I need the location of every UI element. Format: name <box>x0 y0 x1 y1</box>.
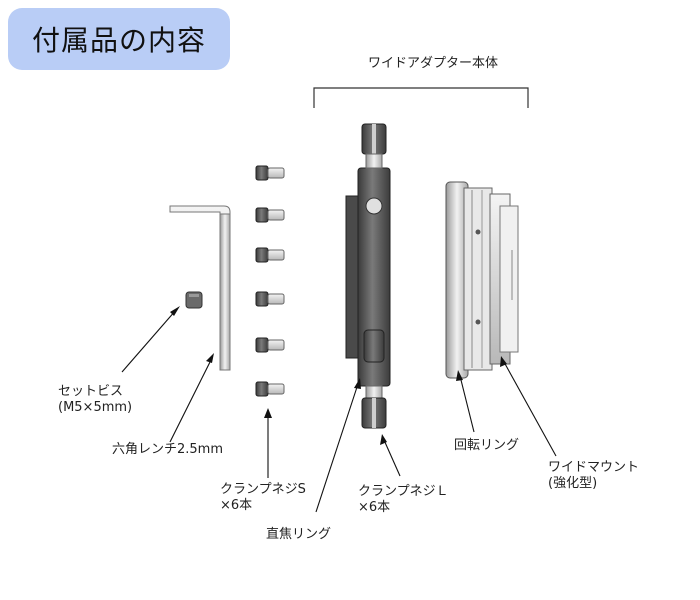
label-clamp-screw-l-line2: ×6本 <box>358 500 391 515</box>
arrow-clamp-l <box>380 434 387 445</box>
rotation-ring <box>445 181 493 379</box>
page-title: 付属品の内容 <box>31 24 206 57</box>
clamp-screw-s <box>255 247 285 263</box>
leader-clamp-l <box>383 439 401 477</box>
label-focus-ring: 直焦リング <box>266 527 332 542</box>
label-clamp-screw-l-line1: クランプネジＬ <box>358 484 449 499</box>
hex-wrench <box>169 205 231 371</box>
clamp-screw-s <box>255 207 285 223</box>
leader-focus-ring <box>315 383 359 513</box>
label-clamp-screw-s-line2: ×6本 <box>220 498 253 513</box>
clamp-screw-s <box>255 337 285 353</box>
set-screw <box>185 291 203 309</box>
clamp-screw-s <box>255 165 285 181</box>
label-adapter-body: ワイドアダプター本体 <box>368 56 499 71</box>
leader-rotation-ring <box>459 375 475 433</box>
label-rotation-ring: 回転リング <box>454 438 520 453</box>
arrow-clamp-s <box>264 408 272 418</box>
leader-wide-mount <box>503 361 557 457</box>
label-wide-mount-line1: ワイドマウント <box>548 460 640 475</box>
adapter-body-bracket <box>313 87 529 108</box>
clamp-screw-l-bottom <box>361 385 387 429</box>
label-hex-wrench: 六角レンチ2.5mm <box>112 442 224 457</box>
arrow-rotation-ring <box>456 370 463 381</box>
arrow-wide-mount <box>500 356 507 367</box>
clamp-screws-s <box>255 165 285 397</box>
clamp-screw-l-top <box>361 123 387 169</box>
label-set-screw-line1: セットビス <box>58 384 124 399</box>
label-set-screw-line2: (M5×5mm) <box>58 400 133 415</box>
label-clamp-screw-l: クランプネジＬ ×6本 <box>358 484 449 516</box>
title-banner: 付属品の内容 <box>8 8 230 70</box>
clamp-screw-s <box>255 291 285 307</box>
label-wide-mount: ワイドマウント (強化型) <box>548 460 639 492</box>
leader-set-screw <box>121 309 177 373</box>
clamp-screw-s <box>255 381 285 397</box>
clamp-screw-l-inner <box>363 329 385 363</box>
arrow-set-screw <box>170 306 180 316</box>
label-clamp-screw-s-line1: クランプネジS <box>220 482 306 497</box>
arrow-focus-ring <box>354 378 361 389</box>
label-set-screw: セットビス (M5×5mm) <box>58 384 132 416</box>
label-clamp-screw-s: クランプネジS ×6本 <box>220 482 306 514</box>
arrow-hex-wrench <box>206 353 214 363</box>
wide-mount <box>489 193 519 365</box>
leader-hex-wrench <box>169 357 213 443</box>
label-wide-mount-line2: (強化型) <box>548 476 598 491</box>
